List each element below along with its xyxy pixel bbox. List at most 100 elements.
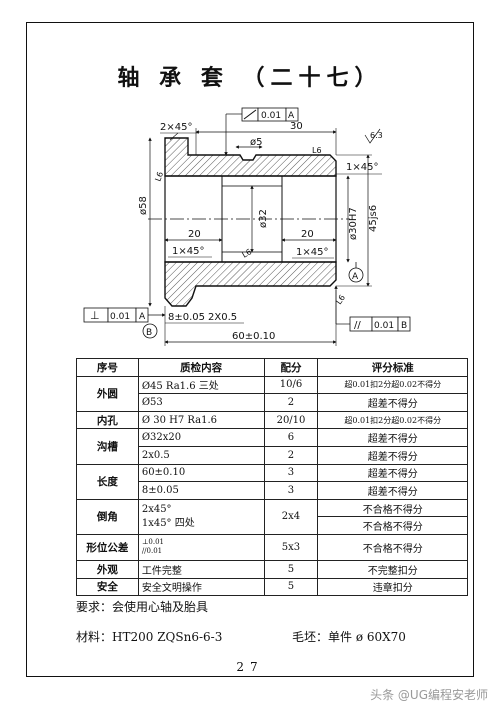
table-row: 2x0.5 2 超差不得分 — [77, 445, 468, 465]
content-cell: 2x0.5 — [137, 445, 265, 465]
standard-cell: 违章扣分 — [317, 577, 468, 597]
standard-cell: 超差不得分 — [317, 428, 468, 447]
category-cell: 安全 — [76, 577, 139, 597]
category-cell: 沟槽 — [76, 428, 139, 465]
standard-cell: 超差不得分 — [317, 463, 468, 483]
chamfer-right: 1×45° — [346, 162, 378, 173]
quality-table: 序号 质检内容 配分 评分标准 外圆 Ø45 Ra1.6 三处 10/6 超0.… — [76, 358, 468, 597]
datum-b: B — [146, 328, 152, 338]
header-cell: 配分 — [263, 358, 319, 377]
content-cell: 60±0.10 — [137, 463, 265, 483]
chamfer-inner-left: 1×45° — [172, 246, 204, 257]
tol-br-datum: B — [401, 321, 407, 331]
content-cell: 2x45° 1x45° 四处 — [137, 498, 265, 535]
table-row: 倒角 2x45° 1x45° 四处 2x4 不合格不得分 — [76, 498, 468, 535]
score-cell: 2 — [263, 445, 319, 465]
standard-cell: 超0.01扣2分超0.02不得分 — [317, 410, 468, 430]
score-cell: 5 — [263, 577, 319, 597]
content-cell: 8±0.05 — [137, 481, 265, 500]
standard-cell: 超差不得分 — [317, 393, 468, 412]
table-row: 沟槽 Ø32x20 6 超差不得分 — [76, 428, 468, 465]
content-cell: 安全文明操作 — [137, 577, 265, 597]
content-cell: 工件完整 — [137, 559, 265, 579]
score-cell: 2x4 — [263, 498, 319, 535]
standard-cell: 不合格不得分 — [317, 516, 468, 535]
content-cell: ⊥0.01 //0.01 — [137, 533, 265, 561]
standard-cell: 不合格不得分 — [317, 498, 468, 518]
content-cell: Ø45 Ra1.6 三处 — [137, 375, 265, 395]
chamfer-inner-right: 1×45° — [296, 247, 328, 258]
table-header-row: 序号 质检内容 配分 评分标准 — [76, 358, 468, 377]
category-cell: 形位公差 — [76, 533, 139, 561]
content-line: 1x45° 四处 — [141, 517, 195, 529]
score-cell: 5 — [263, 559, 319, 579]
tol-top-datum: A — [288, 111, 295, 121]
dim-60: 60±0.10 — [232, 331, 275, 342]
page-border — [26, 22, 474, 677]
dim-phi32: ø32 — [258, 209, 269, 228]
table-row: 形位公差 ⊥0.01 //0.01 5x3 不合格不得分 — [76, 533, 468, 561]
category-cell: 倒角 — [76, 498, 139, 535]
standard-cell: 超0.01扣2分超0.02不得分 — [317, 375, 468, 395]
tol-bl-value: 0.01 — [110, 312, 130, 322]
header-cell: 序号 — [76, 358, 139, 377]
standard-cell: 不合格不得分 — [317, 533, 468, 561]
table-row: Ø53 2 超差不得分 — [77, 393, 468, 412]
rough-l6-inner: L6 — [241, 247, 254, 260]
category-cell: 外观 — [76, 559, 139, 579]
watermark: 头条 @UG编程安老师 — [370, 688, 488, 702]
score-cell: 20/10 — [263, 410, 319, 430]
tol-bl-symbol: ⊥ — [90, 309, 100, 322]
tol-br-symbol: // — [354, 320, 361, 331]
table-row: 长度 60±0.10 3 超差不得分 — [76, 463, 468, 500]
material-text: 材料：HT200 ZQSn6-6-3 — [76, 630, 223, 644]
rough-l6-bottom: L6 — [334, 293, 347, 306]
header-cell: 质检内容 — [137, 358, 265, 377]
table-row: 外观 工件完整 5 不完整扣分 — [76, 559, 468, 579]
rough-63: 6.3 — [370, 131, 383, 140]
score-cell: 3 — [263, 481, 319, 500]
content-line: 2x45° — [141, 503, 172, 515]
category-cell: 长度 — [76, 463, 139, 500]
chamfer-top: 2×45° — [160, 122, 192, 133]
score-cell: 5x3 — [263, 533, 319, 561]
dim-20-right: 20 — [301, 229, 314, 240]
dim-45js6: 45js6 — [368, 205, 379, 232]
table-row: 安全 安全文明操作 5 违章扣分 — [76, 577, 468, 597]
standard-cell: 不完整扣分 — [317, 559, 468, 579]
requirement-text: 要求：会使用心轴及胎具 — [76, 600, 209, 614]
dim-phi5: ø5 — [250, 137, 262, 148]
rough-l6-top: L6 — [312, 146, 322, 155]
table-row: 外圆 Ø45 Ra1.6 三处 10/6 超0.01扣2分超0.02不得分 — [76, 375, 468, 412]
page-title: 轴 承 套 （二十七） — [117, 65, 383, 91]
content-line: ⊥0.01 — [141, 538, 164, 547]
dim-30: 30 — [290, 121, 303, 132]
tol-bl-datum: A — [139, 312, 146, 322]
score-cell: 6 — [263, 428, 319, 447]
blank-stock-text: 毛坯：单件 ø 60X70 — [292, 630, 406, 644]
standard-cell: 超差不得分 — [317, 445, 468, 465]
dim-8: 8±0.05 — [168, 312, 205, 323]
section-lower-wall — [164, 261, 337, 307]
dim-phi58: ø58 — [138, 196, 149, 215]
content-cell: Ø 30 H7 Ra1.6 — [137, 410, 265, 430]
category-cell: 内孔 — [76, 410, 139, 430]
dim-20-left: 20 — [188, 229, 201, 240]
page-number: 27 — [236, 660, 264, 674]
content-cell: Ø53 — [137, 393, 265, 412]
score-cell: 2 — [263, 393, 319, 412]
standard-cell: 超差不得分 — [317, 481, 468, 500]
dim-2x05: 2X0.5 — [208, 312, 237, 323]
score-cell: 10/6 — [263, 375, 319, 395]
content-line: //0.01 — [141, 547, 163, 556]
header-cell: 评分标准 — [317, 358, 468, 377]
datum-a: A — [352, 272, 359, 282]
content-cell: Ø32x20 — [137, 428, 265, 447]
rough-l6-side: L6 — [153, 171, 165, 183]
technical-drawing: 30 ø5 0.01 A 2×45° 6.3 L6 1×45° ø58 L6 ø… — [83, 107, 411, 346]
score-cell: 3 — [263, 463, 319, 483]
tol-top-value: 0.01 — [261, 111, 281, 121]
category-cell: 外圆 — [76, 375, 139, 412]
tol-br-value: 0.01 — [374, 321, 394, 331]
table-row: 内孔 Ø 30 H7 Ra1.6 20/10 超0.01扣2分超0.02不得分 — [76, 410, 468, 430]
